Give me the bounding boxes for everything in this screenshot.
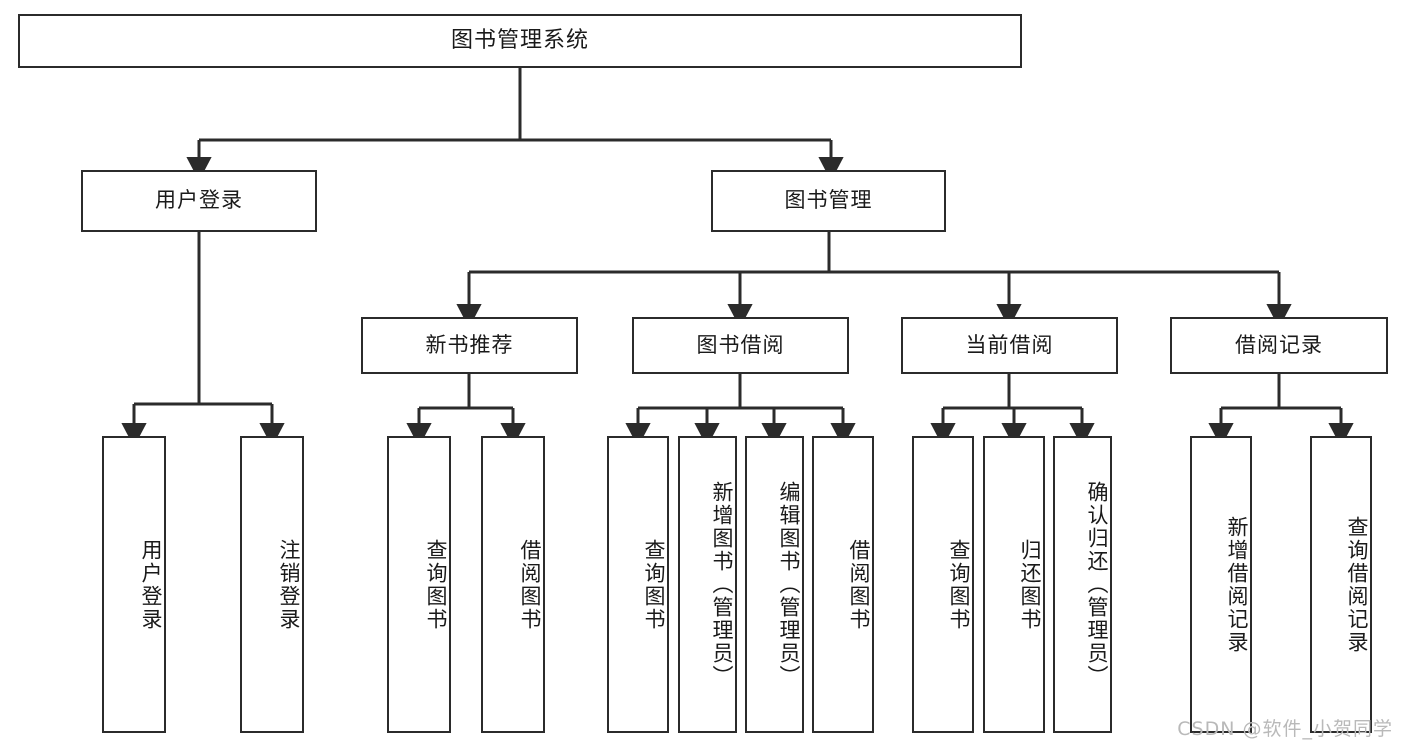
node-user-login[interactable]: 用户登录 [81, 170, 317, 232]
leaf-label: 查询图书 [642, 538, 666, 631]
node-leaf-edit-book[interactable]: 编辑图书（管理员） [745, 436, 804, 733]
leaf-label: 查询图书 [424, 538, 448, 631]
leaf-label: 确认归还（管理员） [1085, 481, 1109, 688]
node-new-book-recommend[interactable]: 新书推荐 [361, 317, 578, 374]
node-borrow-record[interactable]: 借阅记录 [1170, 317, 1388, 374]
leaf-label: 编辑图书（管理员） [777, 481, 801, 688]
leaf-label: 查询图书 [947, 538, 971, 631]
node-leaf-return-book[interactable]: 归还图书 [983, 436, 1045, 733]
node-leaf-query-book-2[interactable]: 查询图书 [607, 436, 669, 733]
node-book-borrow[interactable]: 图书借阅 [632, 317, 849, 374]
node-book-manage[interactable]: 图书管理 [711, 170, 946, 232]
node-leaf-query-record[interactable]: 查询借阅记录 [1310, 436, 1372, 733]
node-leaf-logout-login[interactable]: 注销登录 [240, 436, 304, 733]
node-leaf-add-record[interactable]: 新增借阅记录 [1190, 436, 1252, 733]
node-leaf-confirm-return[interactable]: 确认归还（管理员） [1053, 436, 1112, 733]
leaf-label: 查询借阅记录 [1345, 515, 1369, 654]
node-root-system[interactable]: 图书管理系统 [18, 14, 1022, 68]
node-leaf-add-book[interactable]: 新增图书（管理员） [678, 436, 737, 733]
leaf-label: 新增借阅记录 [1225, 515, 1249, 654]
leaf-label: 注销登录 [277, 538, 301, 631]
node-current-borrow[interactable]: 当前借阅 [901, 317, 1118, 374]
leaf-label: 新增图书（管理员） [710, 481, 734, 688]
node-leaf-borrow-book-2[interactable]: 借阅图书 [812, 436, 874, 733]
node-leaf-query-book-3[interactable]: 查询图书 [912, 436, 974, 733]
leaf-label: 归还图书 [1018, 538, 1042, 631]
leaf-label: 用户登录 [139, 538, 163, 631]
leaf-label: 借阅图书 [847, 538, 871, 631]
node-leaf-user-login[interactable]: 用户登录 [102, 436, 166, 733]
leaf-label: 借阅图书 [518, 538, 542, 631]
node-leaf-query-book-1[interactable]: 查询图书 [387, 436, 451, 733]
node-leaf-borrow-book-1[interactable]: 借阅图书 [481, 436, 545, 733]
